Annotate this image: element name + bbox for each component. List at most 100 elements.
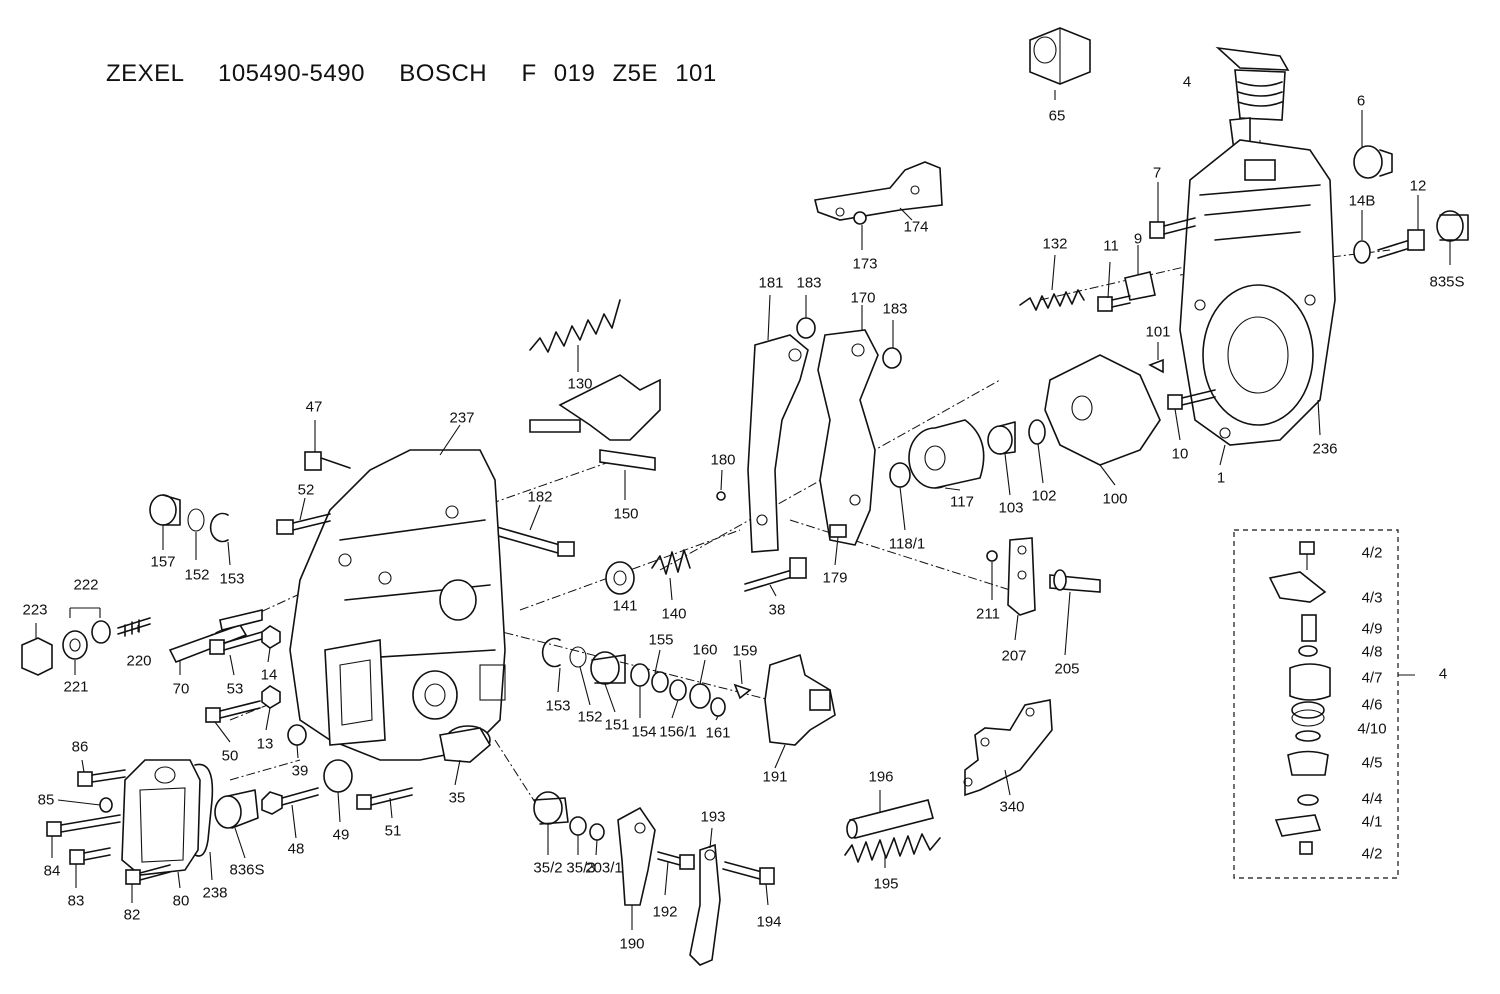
part-130-spring [529, 299, 621, 353]
label-4-4: 4/4 [1361, 790, 1383, 808]
label-4-5: 4/5 [1361, 754, 1383, 772]
part-151-sleeve [590, 651, 626, 685]
part-65-nut [1029, 27, 1091, 85]
part-191-block [764, 653, 836, 746]
label-4-1: 4/1 [1361, 813, 1383, 831]
label-1: 1 [1216, 469, 1226, 487]
label-50: 50 [221, 747, 239, 765]
part-155-ring [630, 663, 650, 687]
part-156-1-washer [669, 679, 687, 701]
part-153a-circlip [209, 512, 229, 543]
part-83-bolt [69, 847, 111, 865]
part-182-bolt [487, 524, 575, 557]
part-52-bolt [276, 513, 331, 535]
part-183a-bushing [796, 317, 816, 339]
label-190: 190 [619, 935, 645, 953]
label-38: 38 [768, 601, 786, 619]
label-161: 161 [705, 724, 731, 742]
part-117-sleeve [908, 419, 985, 489]
label-4-2b: 4/2 [1361, 845, 1383, 863]
label-86: 86 [71, 738, 89, 756]
part-150-lever-shaft [529, 374, 661, 471]
part-39-washer [287, 724, 307, 746]
label-4-2a: 4/2 [1361, 544, 1383, 562]
label-192: 192 [652, 903, 678, 921]
label-205: 205 [1054, 660, 1080, 678]
part-159-key [733, 683, 752, 700]
label-223: 223 [22, 601, 48, 619]
label-141: 141 [612, 597, 638, 615]
part-152b-oring [569, 646, 587, 668]
part-132-spring [1019, 289, 1085, 311]
part-154-washer [651, 671, 669, 693]
label-207: 207 [1001, 647, 1027, 665]
part-205-shaft [1049, 569, 1101, 593]
label-14: 14 [260, 666, 278, 684]
label-211: 211 [976, 605, 1000, 623]
part-237-pump-housing [289, 449, 506, 761]
part-47-bolt [304, 451, 351, 471]
label-132: 132 [1042, 235, 1068, 253]
label-51: 51 [384, 822, 402, 840]
part-194-bolt [722, 861, 775, 885]
label-196: 196 [868, 768, 894, 786]
part-35-lever [439, 727, 492, 763]
label-183b: 183 [882, 300, 908, 318]
label-835S: 835S [1429, 273, 1465, 291]
label-221: 221 [63, 678, 89, 696]
part-85-washer [99, 797, 113, 813]
part-103-bearing [987, 421, 1016, 455]
part-190-lever [617, 806, 656, 906]
label-340: 340 [999, 798, 1025, 816]
label-170: 170 [850, 289, 876, 307]
part-211-screw [986, 550, 998, 562]
part-236-governor-housing [1179, 139, 1336, 446]
part-35-3-nut [569, 816, 587, 836]
label-181: 181 [758, 274, 784, 292]
label-152b: 152 [577, 708, 603, 726]
label-52: 52 [297, 481, 315, 499]
label-35-2: 35/2 [533, 859, 563, 877]
part-82-bolt [125, 864, 171, 885]
label-179: 179 [822, 569, 848, 587]
label-100: 100 [1102, 490, 1128, 508]
label-13: 13 [256, 735, 274, 753]
label-80: 80 [172, 892, 190, 910]
label-4-6: 4/6 [1361, 696, 1383, 714]
part-196-tube [846, 799, 934, 839]
label-49: 49 [332, 826, 350, 844]
label-194: 194 [756, 913, 782, 931]
part-13-nut [261, 685, 281, 709]
label-182: 182 [527, 488, 553, 506]
part-6-plug [1353, 145, 1393, 179]
label-236: 236 [1312, 440, 1338, 458]
label-102: 102 [1031, 487, 1057, 505]
label-48: 48 [287, 840, 305, 858]
label-101: 101 [1145, 323, 1171, 341]
label-4-3: 4/3 [1361, 589, 1383, 607]
part-10-bolt [1167, 389, 1216, 410]
part-181-lever [747, 334, 809, 553]
part-192-bolt [657, 851, 695, 870]
part-223-cap-nut [21, 637, 53, 676]
part-80-cover [121, 759, 201, 876]
part-35-2-screw [533, 791, 569, 825]
part-222-washer [69, 607, 111, 644]
part-193-lever [689, 843, 721, 966]
part-835S-cap [1436, 210, 1469, 242]
part-53-bolt [209, 608, 263, 655]
label-103: 103 [998, 499, 1024, 517]
part-180-pin [716, 491, 726, 501]
part-118-1-washer [889, 462, 911, 488]
label-35: 35 [448, 789, 466, 807]
part-152a-oring [187, 508, 205, 532]
label-65: 65 [1048, 107, 1066, 125]
label-4-side: 4 [1438, 665, 1448, 683]
label-85: 85 [37, 791, 55, 809]
label-83: 83 [67, 892, 85, 910]
label-237: 237 [449, 409, 475, 427]
label-4-9: 4/9 [1361, 620, 1383, 638]
part-141-nut [605, 561, 635, 595]
